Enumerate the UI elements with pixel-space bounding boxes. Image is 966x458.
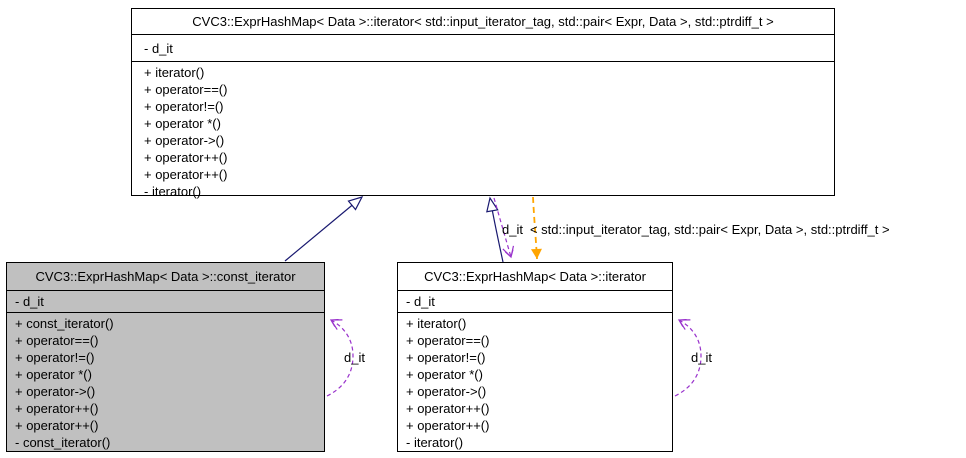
member-entry: + operator==() xyxy=(144,82,228,97)
self-loop-label-iterator: d_it xyxy=(691,350,712,365)
member-entry: + operator->() xyxy=(144,133,225,148)
usage-edge-label: d_it xyxy=(502,222,523,237)
member-entry: + iterator() xyxy=(406,316,467,331)
member-entry: + operator==() xyxy=(406,333,490,348)
member-entry: - const_iterator() xyxy=(15,435,111,450)
member-entry: - iterator() xyxy=(144,184,202,199)
member-entry: - d_it xyxy=(15,294,44,309)
member-entry: + const_iterator() xyxy=(15,316,114,331)
class-node-base-template-iterator[interactable]: CVC3::ExprHashMap< Data >::iterator< std… xyxy=(131,8,835,199)
class-title[interactable]: CVC3::ExprHashMap< Data >::iterator< std… xyxy=(132,9,834,35)
member-entry: + operator++() xyxy=(406,418,490,433)
member-entry: - iterator() xyxy=(406,435,464,450)
template-args-label: < std::input_iterator_tag, std::pair< Ex… xyxy=(529,222,890,237)
member-entry: - d_it xyxy=(144,40,173,56)
member-entry: + operator!=() xyxy=(15,350,95,365)
attributes-compartment: - d_it xyxy=(398,291,672,313)
member-entry: + operator->() xyxy=(406,384,487,399)
class-node-iterator[interactable]: CVC3::ExprHashMap< Data >::iterator - d_… xyxy=(397,262,673,452)
member-entry: + operator++() xyxy=(15,401,99,416)
class-title[interactable]: CVC3::ExprHashMap< Data >::iterator xyxy=(398,263,672,291)
member-entry: + operator!=() xyxy=(406,350,486,365)
member-entry: + iterator() xyxy=(144,65,205,80)
member-entry: + operator!=() xyxy=(144,99,224,114)
member-entry: + operator++() xyxy=(406,401,490,416)
member-entry: + operator *() xyxy=(15,367,92,382)
attributes-compartment: - d_it xyxy=(132,35,834,62)
attributes-compartment: - d_it xyxy=(7,291,324,313)
member-entry: + operator++() xyxy=(15,418,99,433)
member-entry: + operator *() xyxy=(144,116,221,131)
inheritance-edge-const-iterator-to-base xyxy=(284,196,364,262)
methods-compartment: + iterator() + operator==() + operator!=()… xyxy=(132,62,834,200)
member-entry: + operator++() xyxy=(144,150,228,165)
class-node-const-iterator[interactable]: CVC3::ExprHashMap< Data >::const_iterato… xyxy=(6,262,325,452)
edge-label-usage-and-template-args: d_it < std::input_iterator_tag, std::pair… xyxy=(502,222,890,237)
self-loop-label-const-iterator: d_it xyxy=(344,350,365,365)
methods-compartment: + const_iterator() + operator==() + operat… xyxy=(7,313,324,451)
member-entry: + operator *() xyxy=(406,367,483,382)
member-entry: - d_it xyxy=(406,294,435,309)
class-title[interactable]: CVC3::ExprHashMap< Data >::const_iterato… xyxy=(7,263,324,291)
member-entry: + operator==() xyxy=(15,333,99,348)
member-entry: + operator++() xyxy=(144,167,228,182)
methods-compartment: + iterator() + operator==() + operator!=()… xyxy=(398,313,672,451)
member-entry: + operator->() xyxy=(15,384,96,399)
